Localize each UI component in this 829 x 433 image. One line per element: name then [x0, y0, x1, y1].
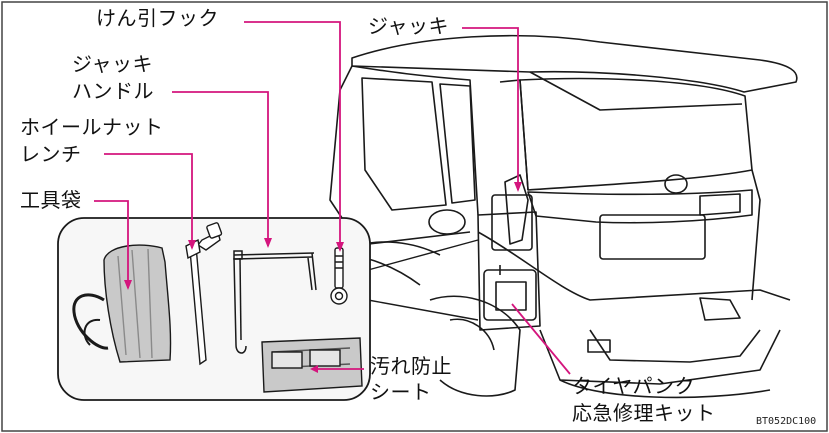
label-jack-handle-line2: ハンドル	[72, 79, 154, 103]
figure-code: BT052DC100	[756, 416, 817, 427]
dirt-sheet-illustration	[261, 337, 363, 393]
label-jack-handle-line1: ジャッキ	[72, 52, 153, 76]
label-lug-wrench-line1: ホイールナット	[20, 115, 164, 139]
label-dirt-sheet-line1: 汚れ防止	[370, 354, 452, 378]
tool-bag-illustration	[72, 244, 172, 363]
jack-handle-illustration	[233, 250, 317, 354]
tow-hook-illustration	[330, 247, 348, 305]
vehicle-rear-illustration	[329, 34, 798, 399]
label-dirt-sheet-line2: シート	[370, 380, 432, 404]
lug-wrench-illustration	[185, 222, 223, 366]
label-lug-wrench-line2: レンチ	[20, 142, 82, 166]
label-tool-bag: 工具袋	[20, 188, 82, 212]
label-repair-kit-line1: タイヤパンク	[572, 374, 695, 398]
leader-ticks	[124, 182, 522, 373]
label-jack: ジャッキ	[368, 14, 449, 38]
label-repair-kit-line2: 応急修理キット	[572, 401, 716, 425]
label-tow-hook: けん引フック	[96, 6, 219, 30]
leader-lines	[94, 21, 571, 375]
